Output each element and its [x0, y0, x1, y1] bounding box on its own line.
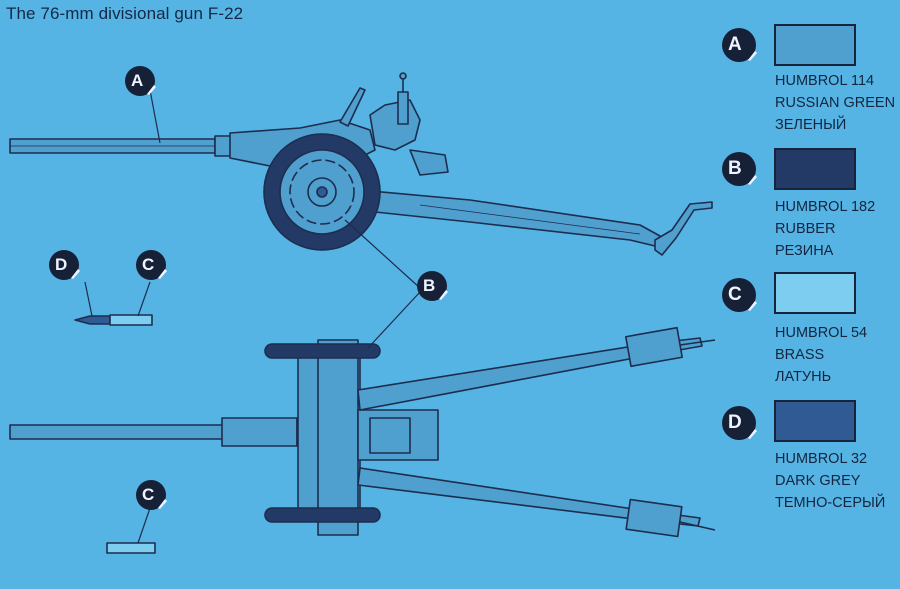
callout-b-wheels: B [417, 271, 448, 301]
side-view-gun [9, 72, 713, 256]
top-wheel-upper [264, 343, 381, 359]
paint-a-name-ru: ЗЕЛЕНЫЙ [775, 117, 847, 133]
brush-icon [748, 429, 757, 439]
brush-icon [158, 269, 167, 279]
top-view-gun [9, 326, 716, 538]
paint-d-code: HUMBROL 32 [775, 451, 868, 467]
swatch-c [774, 272, 856, 314]
top-wheel-lower [264, 507, 381, 523]
paint-d-name: DARK GREY [775, 473, 861, 489]
callout-a-barrel: A [125, 66, 156, 96]
legend-badge-d: D [722, 406, 757, 440]
paint-c-name-ru: ЛАТУНЬ [775, 369, 832, 385]
brush-icon [71, 269, 80, 279]
brush-icon [748, 51, 757, 61]
legend-badge-a: A [722, 28, 757, 62]
callout-d-shell: D [49, 250, 80, 280]
brush-icon [439, 290, 448, 300]
brush-icon [748, 301, 757, 311]
legend-badge-c: C [722, 278, 757, 312]
side-trail [359, 189, 661, 247]
brush-icon [158, 499, 167, 509]
swatch-d [774, 400, 856, 442]
paint-a-code: HUMBROL 114 [775, 73, 875, 89]
callout-c-shell: C [136, 250, 167, 280]
swatch-a [774, 24, 856, 66]
paint-d-name-ru: ТЕМНО-СЕРЫЙ [775, 495, 886, 511]
legend-badge-b: B [722, 152, 757, 186]
brush-icon [147, 85, 156, 95]
callout-c-case: C [136, 480, 167, 510]
paint-c-name: BRASS [775, 347, 825, 363]
brush-icon [748, 175, 757, 185]
case-part [106, 542, 156, 554]
paint-c-code: HUMBROL 54 [775, 325, 868, 341]
top-barrel [9, 424, 226, 440]
shell-part [74, 281, 153, 326]
paint-b-name-ru: РЕЗИНА [775, 243, 834, 259]
paint-a-name: RUSSIAN GREEN [775, 95, 896, 111]
swatch-b [774, 148, 856, 190]
paint-b-name: RUBBER [775, 221, 836, 237]
page-title: The 76-mm divisional gun F-22 [6, 4, 244, 23]
paint-b-code: HUMBROL 182 [775, 199, 876, 215]
